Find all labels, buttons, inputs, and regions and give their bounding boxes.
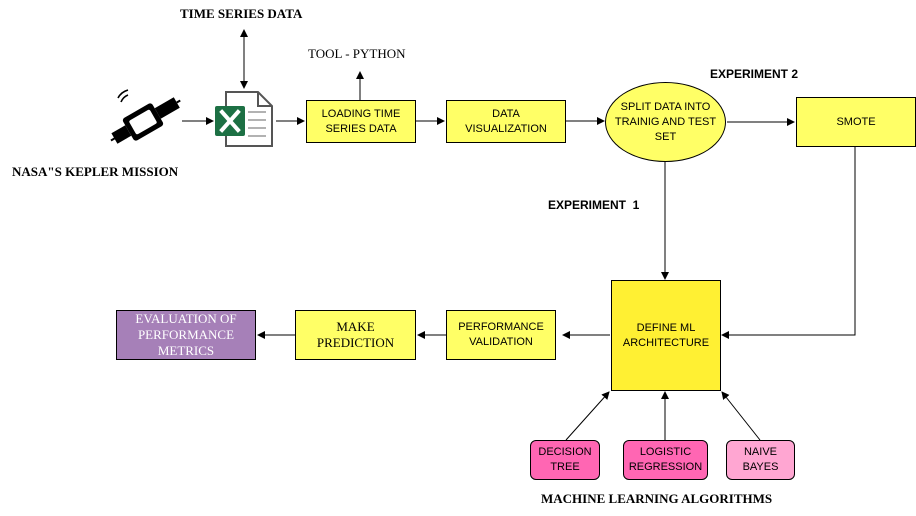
arrow-decision-tree-to-define-ml [565,391,610,441]
performance-validation-box: PERFORMANCE VALIDATION [446,310,556,360]
loading-time-series-box: LOADING TIME SERIES DATA [306,100,416,143]
time-series-data-label: TIME SERIES DATA [180,6,303,21]
data-visualization-box: DATA VISUALIZATION [446,100,566,143]
logistic-regression-box: LOGISTIC REGRESSION [623,440,708,480]
make-prediction-box: MAKE PREDICTION [295,310,416,360]
excel-file-icon [215,91,273,147]
evaluation-metrics-box: EVALUATION OF PERFORMANCE METRICS [116,310,256,360]
tool-python-label: TOOL - PYTHON [308,46,406,61]
split-data-ellipse: SPLIT DATA INTO TRAINIG AND TEST SET [605,82,726,162]
satellite-icon [110,89,181,144]
arrow-naive-bayes-to-define-ml [721,391,761,441]
smote-box: SMOTE [796,97,916,147]
kepler-mission-label: NASA"S KEPLER MISSION [12,164,179,179]
experiment-2-label: EXPERIMENT 2 [710,67,799,81]
naive-bayes-box: NAIVE BAYES [726,440,795,480]
decision-tree-box: DECISION TREE [530,440,600,480]
define-ml-architecture-box: DEFINE ML ARCHITECTURE [611,280,721,391]
ml-algorithms-label: MACHINE LEARNING ALGORITHMS [541,491,773,506]
arrow-smote-to-define-ml [721,147,856,339]
experiment-1-label: EXPERIMENT 1 [548,198,640,212]
